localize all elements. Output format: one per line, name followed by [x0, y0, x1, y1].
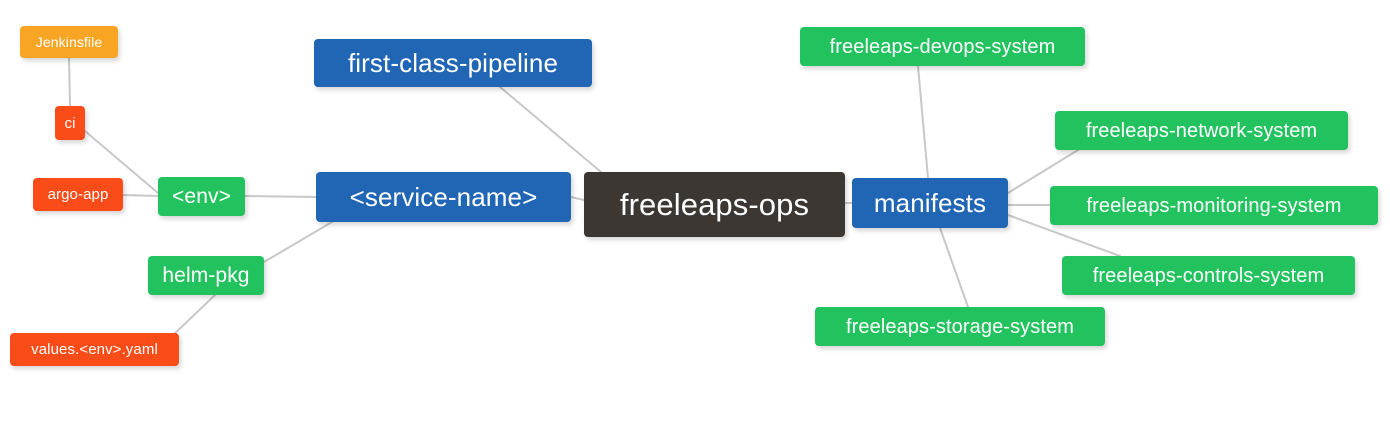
node-first-class-pipeline[interactable]: first-class-pipeline: [314, 39, 592, 87]
edge-env-to-service-name: [244, 195, 317, 198]
edge-manifests-to-storage-system: [939, 227, 969, 308]
edge-manifests-to-devops-system: [917, 65, 929, 179]
edge-first-class-pipeline-to-freeleaps-ops: [499, 86, 602, 173]
edge-argo-app-to-env: [122, 194, 159, 197]
node-service-name[interactable]: <service-name>: [316, 172, 571, 222]
edge-values-env-yaml-to-helm-pkg: [169, 294, 216, 339]
node-devops-system[interactable]: freeleaps-devops-system: [800, 27, 1085, 66]
node-argo-app[interactable]: argo-app: [33, 178, 123, 211]
node-monitoring-system[interactable]: freeleaps-monitoring-system: [1050, 186, 1378, 225]
node-jenkinsfile[interactable]: Jenkinsfile: [20, 26, 118, 58]
node-manifests[interactable]: manifests: [852, 178, 1008, 228]
edge-jenkinsfile-to-ci: [68, 57, 71, 107]
node-controls-system[interactable]: freeleaps-controls-system: [1062, 256, 1355, 295]
node-freeleaps-ops[interactable]: freeleaps-ops: [584, 172, 845, 237]
edge-service-name-to-freeleaps-ops: [570, 196, 585, 201]
node-values-env-yaml[interactable]: values.<env>.yaml: [10, 333, 179, 366]
edge-helm-pkg-to-service-name: [263, 221, 333, 263]
node-network-system[interactable]: freeleaps-network-system: [1055, 111, 1348, 150]
node-ci[interactable]: ci: [55, 106, 85, 140]
node-storage-system[interactable]: freeleaps-storage-system: [815, 307, 1105, 346]
node-env[interactable]: <env>: [158, 177, 245, 216]
node-helm-pkg[interactable]: helm-pkg: [148, 256, 264, 295]
